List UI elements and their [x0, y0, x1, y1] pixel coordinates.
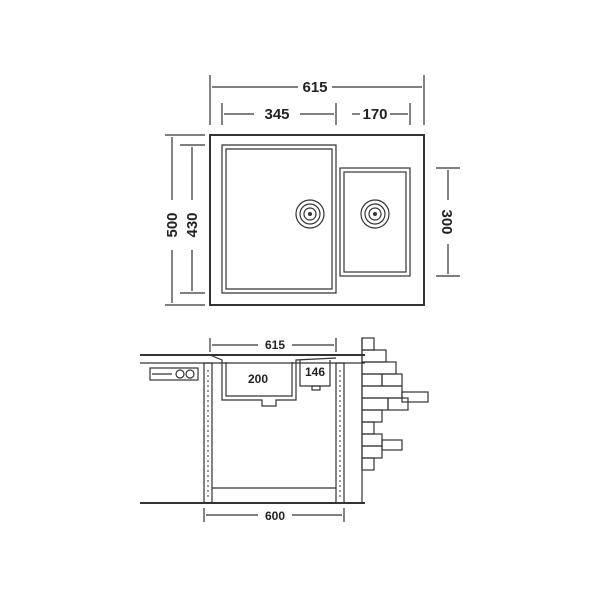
main-bowl-height-label: 200	[248, 372, 268, 386]
brick-wall	[361, 337, 429, 503]
dimension-overall-width: 615	[209, 75, 425, 125]
small-bowl-depth-label: 300	[438, 209, 455, 234]
dimension-sink-width: 615	[209, 338, 337, 352]
cabinet-width-label: 600	[265, 509, 285, 523]
top-view: 615 345 170 500 430	[164, 75, 460, 306]
side-view: 200 146 615 600	[140, 337, 429, 523]
small-bowl	[339, 167, 411, 277]
small-bowl-height-label: 146	[305, 365, 325, 379]
cabinet	[140, 362, 365, 504]
overall-width-label: 615	[302, 79, 327, 96]
main-bowl	[221, 144, 337, 294]
overall-depth-label: 500	[164, 212, 181, 237]
dimension-bowl-widths: 345 170	[221, 103, 411, 125]
main-drain-icon	[295, 199, 325, 229]
small-drain-icon	[360, 199, 390, 229]
sink-width-label: 615	[265, 338, 285, 352]
main-bowl-width-label: 345	[264, 106, 289, 123]
main-bowl-depth-label: 430	[184, 212, 201, 237]
dimension-cabinet-width: 600	[203, 508, 345, 523]
dimension-depth-right: 300	[436, 167, 460, 277]
small-bowl-inner	[343, 171, 407, 273]
small-bowl-width-label: 170	[362, 106, 387, 123]
sink-outline	[209, 134, 425, 306]
sink-cross-section	[209, 354, 337, 407]
control-knobs-icon	[149, 367, 199, 381]
main-bowl-inner	[225, 148, 333, 290]
small-drain-section	[311, 385, 321, 391]
dimension-depths-left: 500 430	[164, 134, 205, 306]
main-bowl-section	[225, 362, 293, 397]
